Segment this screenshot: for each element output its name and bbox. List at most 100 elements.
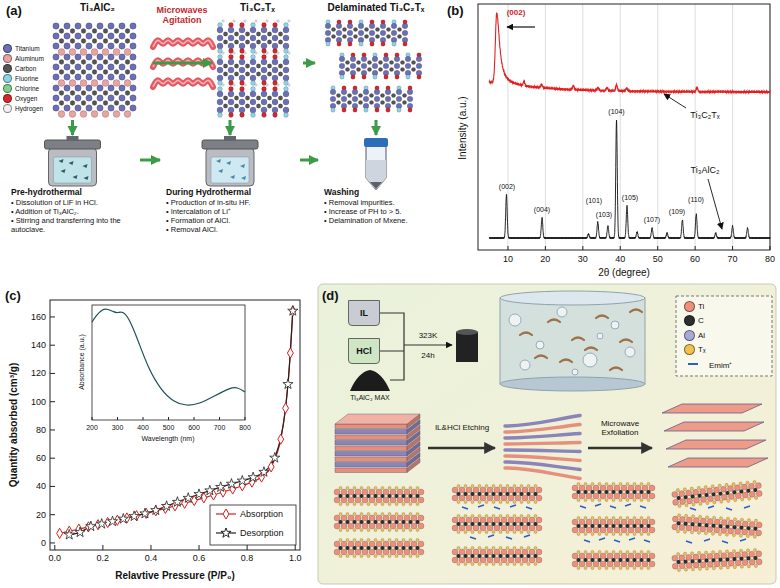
emim-ion bbox=[524, 535, 530, 537]
atom bbox=[626, 524, 630, 528]
atom bbox=[119, 105, 125, 111]
atom bbox=[278, 40, 282, 44]
emim-ion bbox=[506, 537, 512, 539]
atom-row bbox=[218, 87, 289, 92]
atom bbox=[584, 550, 587, 553]
atom bbox=[81, 101, 86, 106]
tick-mark bbox=[54, 545, 55, 550]
atom bbox=[693, 525, 699, 531]
atom bbox=[64, 54, 70, 60]
tick-label: 100 bbox=[31, 397, 46, 407]
atom bbox=[381, 528, 384, 531]
atom bbox=[619, 524, 623, 528]
atom bbox=[278, 104, 282, 108]
data-marker bbox=[64, 529, 74, 539]
peak-label: (103) bbox=[596, 211, 612, 219]
atom bbox=[753, 535, 756, 538]
atom bbox=[712, 566, 715, 569]
atom bbox=[457, 554, 461, 558]
atom bbox=[92, 91, 97, 96]
atom bbox=[330, 89, 336, 95]
peak-label: (002) bbox=[507, 8, 526, 17]
atom bbox=[614, 519, 620, 525]
atom bbox=[397, 34, 401, 38]
atom bbox=[586, 527, 592, 533]
atom bbox=[391, 100, 395, 104]
atom bbox=[360, 520, 364, 524]
mixing-line bbox=[378, 313, 404, 380]
atom bbox=[80, 111, 87, 118]
atom bbox=[478, 562, 481, 565]
atom bbox=[359, 42, 363, 46]
peak-label: (101) bbox=[586, 197, 602, 205]
atom bbox=[529, 549, 535, 555]
atom bbox=[527, 514, 530, 517]
atom bbox=[402, 538, 405, 541]
node-heading: During Hydrothermal bbox=[166, 187, 297, 197]
atom bbox=[621, 527, 627, 533]
atom bbox=[612, 516, 615, 519]
data-marker bbox=[283, 379, 293, 389]
tick-label: 140 bbox=[31, 340, 46, 350]
atom bbox=[586, 485, 592, 491]
atom bbox=[621, 561, 627, 567]
atom bbox=[245, 104, 249, 108]
node-heading: Washing bbox=[324, 187, 431, 197]
termination-row bbox=[457, 500, 537, 503]
atom bbox=[690, 552, 693, 555]
atom bbox=[70, 70, 75, 75]
atom bbox=[339, 546, 343, 550]
atom bbox=[223, 96, 227, 100]
atom bbox=[506, 492, 510, 496]
emim-ion bbox=[488, 535, 494, 537]
atom bbox=[584, 490, 588, 494]
atom bbox=[218, 23, 223, 28]
atom bbox=[416, 494, 420, 498]
atom bbox=[369, 30, 375, 36]
atom bbox=[534, 492, 538, 496]
atom bbox=[534, 500, 537, 503]
atom bbox=[600, 519, 606, 525]
atom bbox=[711, 551, 714, 554]
atom bbox=[614, 485, 620, 491]
atom bbox=[125, 60, 130, 65]
atom bbox=[713, 501, 717, 505]
atom bbox=[612, 532, 615, 535]
data-marker bbox=[216, 482, 226, 492]
atom bbox=[411, 489, 417, 495]
atom bbox=[374, 502, 377, 505]
atom bbox=[395, 528, 398, 531]
atom bbox=[384, 75, 388, 79]
atom bbox=[732, 549, 735, 552]
atom bbox=[718, 550, 721, 553]
flake bbox=[620, 340, 632, 343]
atom bbox=[522, 557, 528, 563]
node-text: • Intercalation of Li⁺ bbox=[166, 207, 297, 216]
atom bbox=[649, 561, 655, 567]
atom bbox=[362, 541, 368, 547]
atom bbox=[358, 93, 362, 97]
atom bbox=[619, 516, 622, 519]
exfoliated-sheet bbox=[664, 422, 764, 431]
atom bbox=[725, 557, 729, 561]
peak-label: (110) bbox=[688, 196, 704, 204]
atom bbox=[577, 490, 581, 494]
atom bbox=[471, 514, 474, 517]
atom bbox=[367, 528, 370, 531]
atom bbox=[686, 498, 693, 505]
tick-label: 200 bbox=[86, 424, 98, 432]
emim-ion bbox=[610, 506, 616, 508]
legend-text: Titanium bbox=[15, 45, 40, 52]
atom bbox=[385, 96, 391, 102]
flow-arrow bbox=[153, 62, 212, 65]
atom bbox=[383, 523, 389, 529]
atom bbox=[404, 523, 410, 529]
atom bbox=[80, 49, 87, 56]
termination-row bbox=[676, 530, 756, 539]
atom bbox=[705, 516, 708, 519]
atom bbox=[64, 74, 70, 80]
atom bbox=[125, 70, 130, 75]
atom bbox=[457, 546, 460, 549]
centrifuge-tube bbox=[364, 138, 388, 190]
